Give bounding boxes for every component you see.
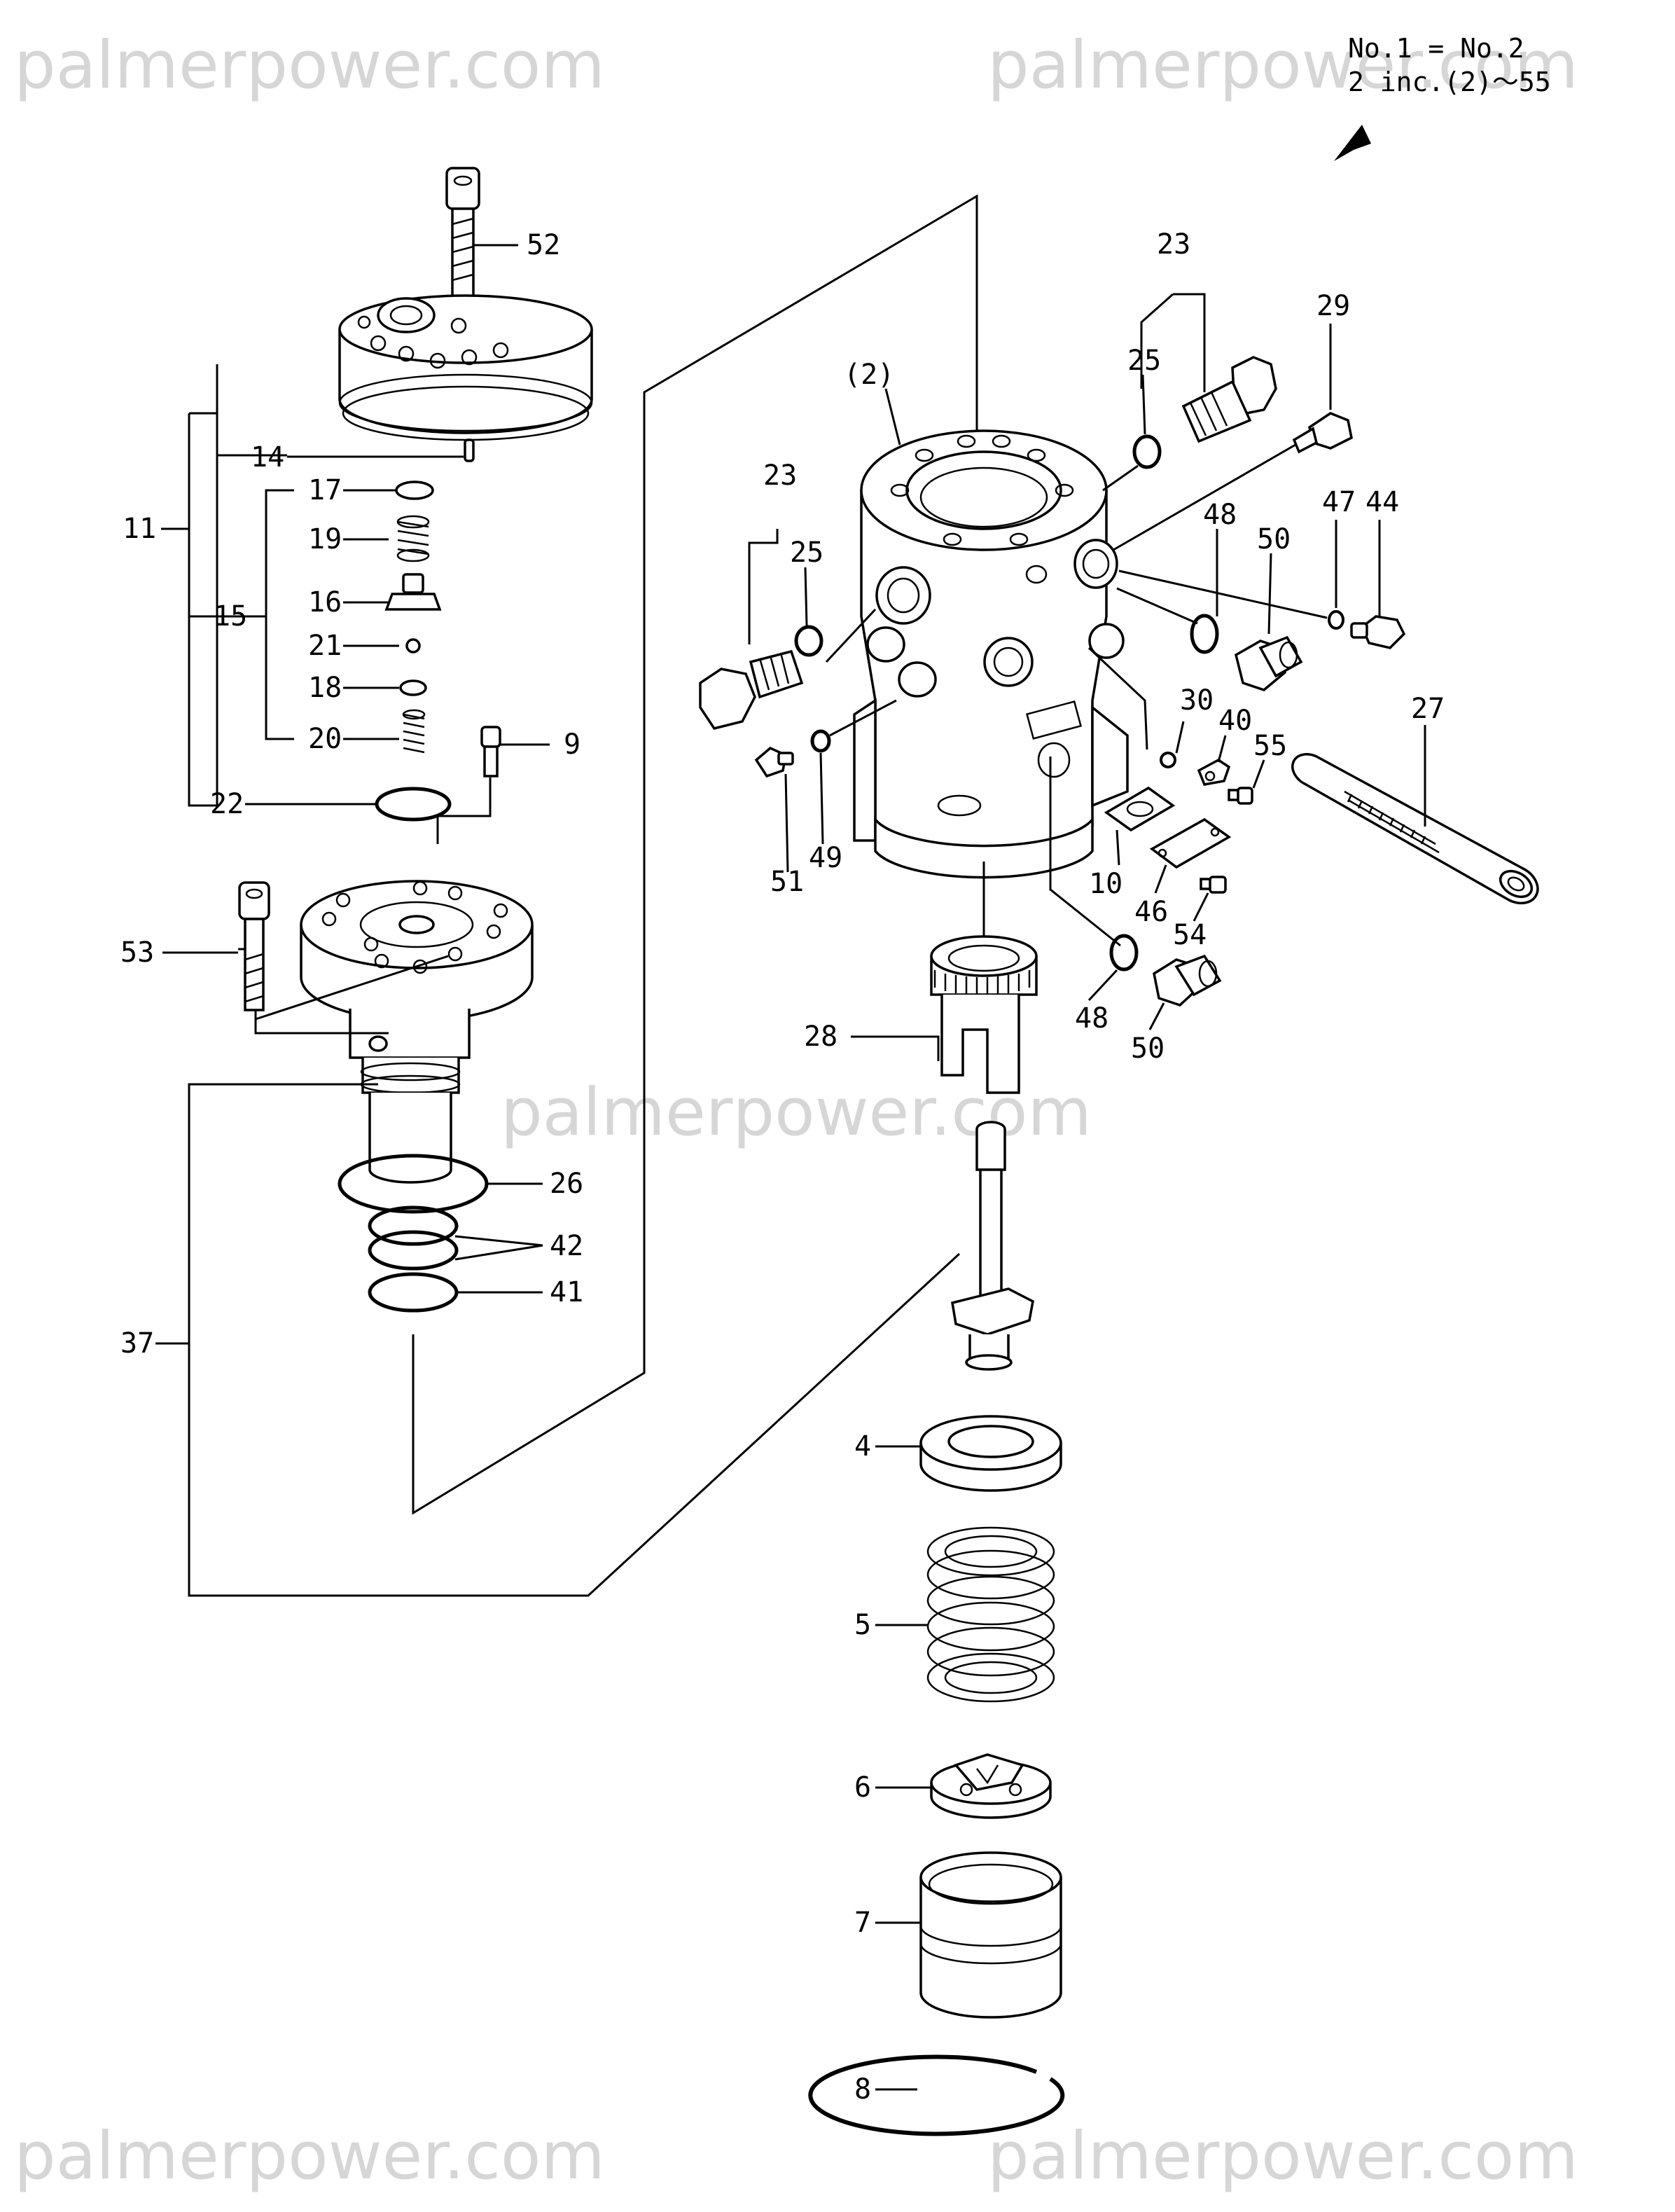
part-53-bolt — [238, 881, 270, 1011]
part-10-gasket — [1104, 786, 1176, 832]
watermark-bottom-right: palmerpower.com — [987, 2118, 1578, 2194]
part-8-snap-ring — [808, 2054, 1065, 2136]
part-30-washer — [1160, 752, 1176, 768]
part-14-pin — [464, 438, 475, 462]
label-25-right: 25 — [1127, 345, 1161, 377]
part-18-seat — [399, 679, 427, 696]
label-47: 47 — [1322, 486, 1356, 518]
part-48-washer-upper — [1190, 614, 1219, 654]
part-5-plunger-spring — [926, 1526, 1055, 1703]
label-21: 21 — [308, 630, 342, 662]
part-42-o-ring-b — [368, 1230, 459, 1271]
part-16-valve — [384, 573, 442, 611]
part-52-bolt — [445, 167, 480, 301]
direction-arrow-icon — [1334, 125, 1371, 161]
label-52: 52 — [527, 229, 560, 261]
label-5: 5 — [854, 1609, 871, 1641]
label-10: 10 — [1089, 868, 1123, 900]
label-48-upper: 48 — [1203, 499, 1237, 531]
label-44: 44 — [1365, 486, 1399, 518]
part-50-fitting-upper — [1234, 635, 1303, 691]
part-21-ball — [405, 638, 421, 654]
label-8: 8 — [854, 2073, 871, 2106]
label-19: 19 — [308, 523, 342, 555]
note-line-1: No.1 = No.2 — [1348, 33, 1524, 64]
part-29-bolt — [1292, 412, 1353, 454]
label-54: 54 — [1173, 919, 1207, 951]
label-17: 17 — [308, 474, 342, 506]
part-44-plug — [1350, 615, 1406, 649]
label-11: 11 — [123, 513, 156, 545]
part-25-o-ring-right — [1132, 434, 1162, 469]
label-40: 40 — [1218, 705, 1252, 737]
watermark-top-right: palmerpower.com — [987, 27, 1578, 104]
label-50-upper: 50 — [1257, 523, 1291, 555]
label-2: (2) — [844, 359, 894, 391]
label-25-left: 25 — [790, 537, 823, 569]
watermark-top-left: palmerpower.com — [14, 27, 605, 104]
part-42-o-ring-a — [368, 1205, 459, 1246]
part-19-spring — [396, 515, 430, 562]
label-49: 49 — [809, 842, 842, 874]
part-22-o-ring — [375, 787, 452, 822]
note-line-2: 2 inc.(2)～55 — [1348, 67, 1551, 97]
part-2-pump-housing — [853, 429, 1129, 879]
part-23-plug-left — [699, 649, 804, 730]
part-55-screw — [1228, 787, 1253, 805]
label-15: 15 — [214, 600, 247, 633]
label-41: 41 — [550, 1276, 583, 1308]
label-23-right: 23 — [1157, 228, 1190, 261]
label-37: 37 — [120, 1327, 154, 1360]
part-41-o-ring — [368, 1272, 459, 1313]
label-23-left: 23 — [763, 459, 797, 492]
label-22: 22 — [210, 788, 244, 820]
label-20: 20 — [308, 723, 342, 755]
part-17-seat — [395, 481, 434, 500]
label-51: 51 — [770, 866, 804, 898]
part-9-screw — [480, 726, 501, 777]
part-47-washer — [1328, 610, 1344, 630]
label-6: 6 — [854, 1771, 871, 1804]
label-4: 4 — [854, 1430, 871, 1463]
label-30: 30 — [1180, 684, 1214, 717]
label-48-lower: 48 — [1075, 1002, 1108, 1035]
label-50-lower: 50 — [1131, 1032, 1165, 1065]
label-29: 29 — [1316, 290, 1350, 322]
label-14: 14 — [251, 441, 284, 473]
part-11-valve-head — [338, 294, 593, 441]
label-28: 28 — [804, 1021, 837, 1053]
part-50-fitting-lower — [1153, 954, 1222, 1007]
part-25-o-ring-left — [794, 625, 823, 657]
part-27-control-rack — [1291, 753, 1539, 905]
label-53: 53 — [120, 936, 154, 969]
part-6-lower-spring-seat — [930, 1753, 1052, 1819]
label-9: 9 — [564, 728, 581, 761]
part-20-spring — [402, 709, 426, 754]
part-46-cover — [1149, 817, 1232, 869]
part-48-washer-lower — [1109, 934, 1139, 972]
label-55: 55 — [1253, 730, 1287, 762]
label-27: 27 — [1411, 693, 1445, 725]
label-46: 46 — [1134, 896, 1168, 928]
part-49-washer — [810, 729, 831, 753]
part-40-bracket — [1197, 758, 1231, 786]
part-4-spring-seat — [919, 1415, 1062, 1492]
label-42: 42 — [550, 1230, 583, 1262]
part-28-control-sleeve — [930, 935, 1038, 1094]
part-7-tappet — [919, 1851, 1062, 2019]
label-7: 7 — [854, 1907, 871, 1939]
label-26: 26 — [550, 1168, 583, 1200]
part-51-plug — [754, 746, 794, 778]
part-plunger — [951, 1121, 1034, 1371]
part-23-plug-right — [1181, 356, 1277, 443]
label-18: 18 — [308, 672, 342, 704]
label-16: 16 — [308, 586, 342, 618]
part-37-barrel-flange — [300, 880, 534, 1184]
part-54-screw — [1200, 876, 1227, 894]
watermark-bottom-left: palmerpower.com — [14, 2118, 605, 2194]
